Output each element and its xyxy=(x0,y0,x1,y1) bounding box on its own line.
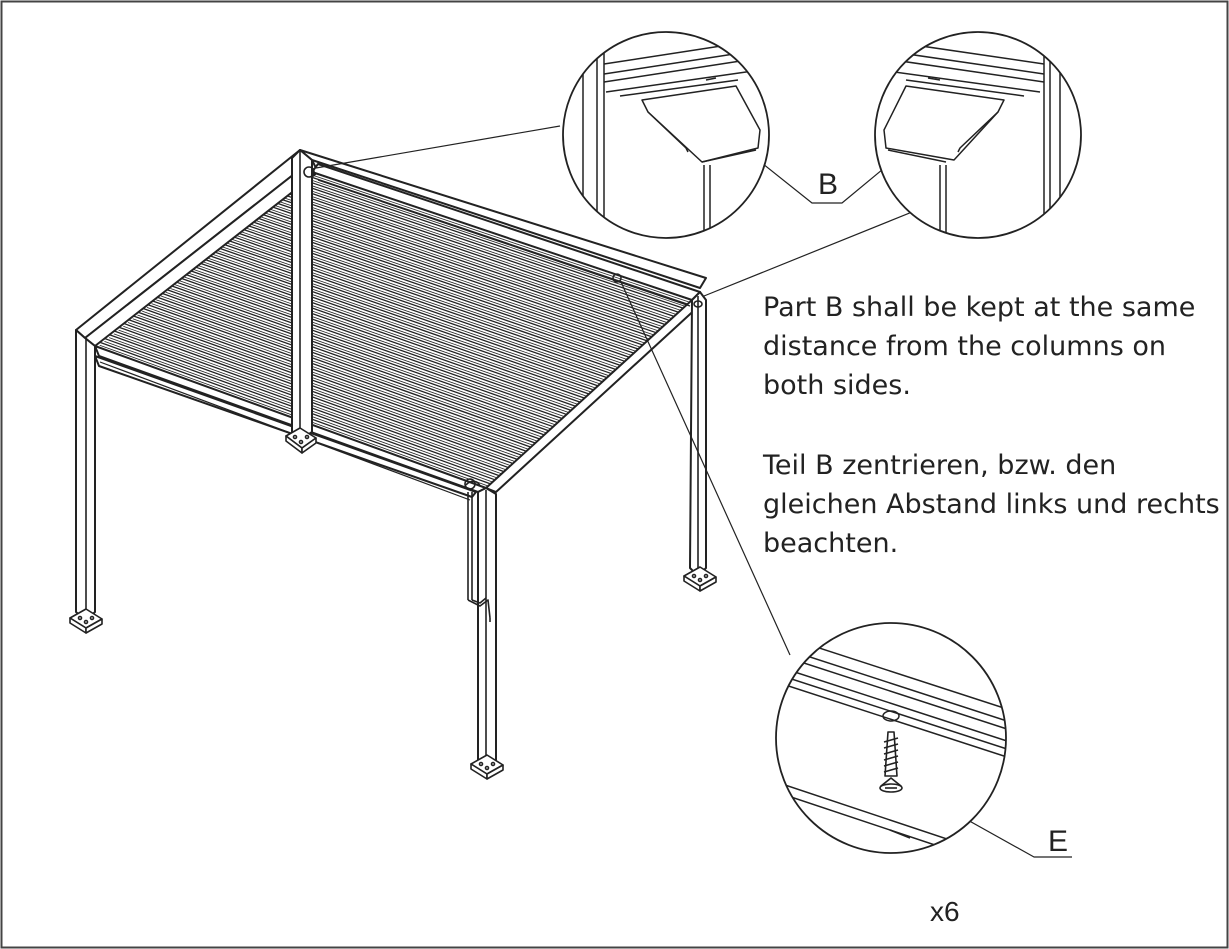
louver-slat xyxy=(283,194,666,326)
louver-slat xyxy=(288,190,670,322)
louver-slat-edge xyxy=(170,288,558,426)
louver-slat-edge xyxy=(302,182,684,312)
louver-slat xyxy=(174,281,563,420)
louver-slat xyxy=(151,299,540,440)
louver-slat xyxy=(302,178,684,309)
louver-slat-edge xyxy=(193,269,581,406)
louver-slat-edge xyxy=(307,178,688,308)
louver-slat-edge xyxy=(255,220,639,353)
louver-slat-edge xyxy=(297,185,679,316)
louver-slat xyxy=(203,258,590,395)
louver-slat xyxy=(118,326,509,469)
screw-fastening-detail xyxy=(775,622,1007,854)
louver-slat-edge xyxy=(184,276,572,414)
base-plate-left xyxy=(69,608,103,634)
louver-slat-edge xyxy=(146,307,536,447)
louver-slat-edge xyxy=(217,250,603,386)
louver-slat xyxy=(137,311,527,452)
louver-slat-edge xyxy=(274,204,657,337)
louver-slat xyxy=(184,273,572,411)
roof-louvers xyxy=(95,172,692,488)
louver-slat-edge xyxy=(127,322,518,463)
louver-slat xyxy=(208,254,594,391)
label-part-b: B xyxy=(818,168,838,201)
louver-slat-edge xyxy=(156,299,545,439)
louver-slat xyxy=(160,292,549,432)
louver-slat xyxy=(274,201,657,334)
left-column xyxy=(75,329,96,621)
louver-slat-edge xyxy=(179,280,567,418)
louver-slat xyxy=(189,269,576,407)
louver-slat xyxy=(198,262,585,399)
louver-slat xyxy=(123,322,514,465)
pergola-structure xyxy=(69,149,717,780)
louver-slat xyxy=(307,175,688,305)
louver-slat xyxy=(222,243,608,379)
louver-slat-edge xyxy=(278,201,661,332)
louver-slat-edge xyxy=(222,246,608,382)
louver-slat xyxy=(259,212,643,346)
louver-slat xyxy=(292,186,675,317)
louver-slat xyxy=(170,284,558,424)
louver-slat xyxy=(193,265,581,403)
louver-slat-edge xyxy=(175,284,563,422)
louver-slat-edge xyxy=(123,325,514,467)
louver-slat-edge xyxy=(259,216,643,349)
louver-slat-edge xyxy=(203,261,590,398)
louver-slat-edge xyxy=(283,197,666,328)
label-quantity: x6 xyxy=(930,896,960,927)
louver-slat-edge xyxy=(212,254,599,390)
louver-slat xyxy=(217,247,603,383)
louver-slat xyxy=(255,216,639,350)
louver-slat-edge xyxy=(137,314,527,455)
louver-slat-edge xyxy=(293,189,675,320)
instruction-german: Teil B zentrieren, bzw. den gleichen Abs… xyxy=(763,450,1220,559)
louver-slat xyxy=(141,307,532,448)
louver-slat-edge xyxy=(132,318,522,459)
louver-slat-edge xyxy=(142,310,531,451)
louver-slat xyxy=(278,197,661,330)
louver-slat-edge xyxy=(311,174,692,304)
louver-slat xyxy=(146,303,536,444)
instruction-english: Part B shall be kept at the same distanc… xyxy=(763,292,1196,401)
louver-slat-edge xyxy=(198,265,585,402)
louver-slat-edge xyxy=(189,272,576,410)
louver-slat-edge xyxy=(165,291,554,431)
louver-slat xyxy=(179,277,567,416)
louver-slat xyxy=(264,209,648,342)
louver-slat xyxy=(132,315,523,456)
louver-end-detail-left xyxy=(562,31,770,239)
louver-slat-edge xyxy=(250,223,634,357)
base-plate-right xyxy=(683,566,717,592)
louver-slat-edge xyxy=(208,257,594,394)
louver-slat-edge xyxy=(288,193,670,324)
base-plate-front xyxy=(470,754,504,780)
louver-slat xyxy=(212,250,599,387)
base-plate-back xyxy=(285,427,317,454)
louver-slat xyxy=(297,182,679,313)
louver-slat-edge xyxy=(264,212,648,345)
roof-beams xyxy=(75,149,707,498)
louver-slat-edge xyxy=(160,295,549,435)
right-column xyxy=(689,291,707,577)
louver-slat-edge xyxy=(118,329,509,471)
louver-slat-edge xyxy=(151,303,540,443)
screw-icon xyxy=(879,731,903,793)
back-column xyxy=(291,149,315,441)
louver-slat xyxy=(156,296,545,436)
louver-slat xyxy=(127,318,518,461)
louver-slat xyxy=(165,288,554,428)
louver-slat-edge xyxy=(269,208,652,341)
louver-slat xyxy=(250,220,634,354)
front-column xyxy=(477,487,497,769)
louver-end-detail-right xyxy=(874,31,1082,239)
louver-slat xyxy=(269,205,652,338)
label-part-e: E xyxy=(1048,825,1068,858)
